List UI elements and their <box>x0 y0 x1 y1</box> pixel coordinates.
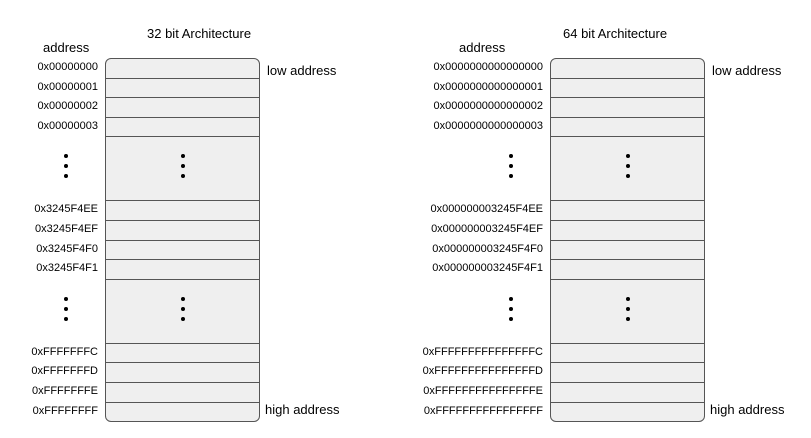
memory-address-label: 0x000000003245F4F0 <box>432 242 543 255</box>
ellipsis-vertical-icon <box>180 296 187 327</box>
memory-cell <box>550 77 705 99</box>
memory-address-label: 0x0000000000000001 <box>433 80 543 93</box>
memory-address-label: 0x00000002 <box>37 100 98 113</box>
memory-address-label: 0xFFFFFFFD <box>31 365 98 378</box>
memory-cell <box>105 342 260 364</box>
memory-cell <box>105 77 260 99</box>
memory-cell <box>550 220 705 241</box>
address-column-header: address <box>459 40 506 55</box>
memory-cell <box>105 382 260 403</box>
high-address-label: high address <box>265 402 340 417</box>
memory-address-label: 0x000000003245F4EE <box>430 203 543 216</box>
memory-address-label: 0x00000000 <box>37 61 98 73</box>
memory-cell <box>105 97 260 118</box>
memory-cell <box>550 362 705 383</box>
memory-cell <box>550 97 705 118</box>
memory-cell <box>105 401 260 423</box>
low-address-label: low address <box>267 63 337 78</box>
memory-cell <box>550 342 705 364</box>
memory-address-label: 0x000000003245F4EF <box>431 223 543 235</box>
memory-cell <box>550 259 705 280</box>
ellipsis-vertical-icon <box>625 296 632 327</box>
memory-cell <box>105 259 260 280</box>
memory-address-label: 0x0000000000000002 <box>433 100 543 113</box>
panel-32bit: 32 bit Architecture address low address … <box>0 0 405 438</box>
memory-address-label: 0xFFFFFFFFFFFFFFFD <box>422 365 543 378</box>
ellipsis-vertical-icon <box>509 296 515 327</box>
memory-cell <box>105 116 260 138</box>
memory-gap-cell <box>105 278 260 344</box>
memory-cell <box>550 58 705 79</box>
memory-address-label: 0xFFFFFFFC <box>31 345 98 358</box>
diagram-title: 64 bit Architecture <box>563 26 668 41</box>
memory-cell <box>550 116 705 138</box>
memory-cell <box>550 401 705 423</box>
memory-address-label: 0x3245F4F1 <box>36 262 98 275</box>
ellipsis-vertical-icon <box>64 296 70 327</box>
panel-64bit: 64 bit Architecture address low address … <box>405 0 811 438</box>
memory-gap-cell <box>550 278 705 344</box>
ellipsis-vertical-icon <box>625 154 632 184</box>
memory-gap-cell <box>105 136 260 202</box>
ellipsis-vertical-icon <box>180 154 187 184</box>
memory-cell <box>105 220 260 241</box>
diagram-title: 32 bit Architecture <box>147 26 252 41</box>
memory-cell <box>105 239 260 261</box>
ellipsis-vertical-icon <box>64 154 70 184</box>
memory-address-label: 0x0000000000000000 <box>433 61 543 73</box>
memory-address-label: 0xFFFFFFFE <box>32 385 98 397</box>
memory-address-label: 0xFFFFFFFFFFFFFFFE <box>423 385 543 397</box>
memory-cell <box>105 362 260 383</box>
memory-address-label: 0x0000000000000003 <box>433 119 543 132</box>
memory-address-label: 0xFFFFFFFF <box>32 404 98 417</box>
memory-address-label: 0x3245F4F0 <box>36 242 98 255</box>
memory-cell <box>105 58 260 79</box>
ellipsis-vertical-icon <box>509 154 515 184</box>
memory-address-label: 0x00000001 <box>37 80 98 93</box>
memory-address-label: 0x3245F4EF <box>35 223 98 235</box>
memory-cell <box>550 200 705 221</box>
memory-cell <box>550 382 705 403</box>
memory-address-label: 0x00000003 <box>37 119 98 132</box>
memory-address-label: 0x3245F4EE <box>34 203 98 216</box>
low-address-label: low address <box>712 63 782 78</box>
high-address-label: high address <box>710 402 785 417</box>
address-column-header: address <box>43 40 90 55</box>
memory-cell <box>105 200 260 221</box>
memory-address-label: 0xFFFFFFFFFFFFFFFC <box>422 345 543 358</box>
memory-cell <box>550 239 705 261</box>
memory-address-label: 0x000000003245F4F1 <box>432 262 543 275</box>
memory-address-label: 0xFFFFFFFFFFFFFFFF <box>423 404 543 417</box>
